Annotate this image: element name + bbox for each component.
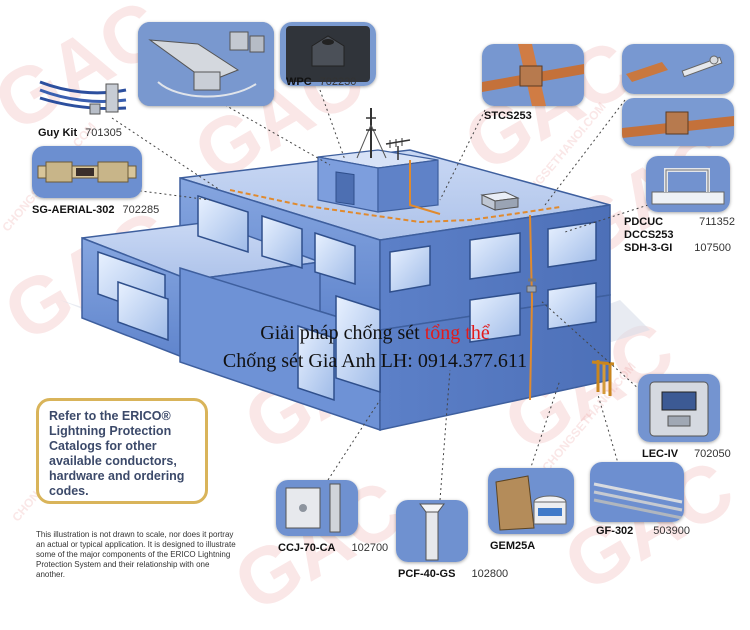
product-name: LEC-IV xyxy=(642,448,679,460)
product-photo-ccj xyxy=(276,480,358,536)
label-gf: GF-302 503900 xyxy=(596,525,690,538)
product-name: SG-AERIAL-302 xyxy=(32,204,115,216)
product-code: 701305 xyxy=(85,127,122,139)
product-code: 107500 xyxy=(694,242,731,254)
product-code: 102800 xyxy=(471,568,509,580)
product-photo-gf xyxy=(590,462,684,522)
slogan-line-1: Giải pháp chống sét tổng thể xyxy=(0,322,750,344)
label-pdcuc: PDCUC 711352 xyxy=(624,216,735,229)
product-photo-clamp-hardware xyxy=(138,22,274,106)
catalog-note-text: Refer to the ERICO® Lightning Protection… xyxy=(49,409,185,498)
product-code: 702050 xyxy=(694,448,731,460)
product-photo-lec xyxy=(638,374,720,442)
catalog-note-box: Refer to the ERICO® Lightning Protection… xyxy=(36,398,208,504)
product-photo-pcf xyxy=(396,500,468,562)
product-code: 711352 xyxy=(699,216,736,228)
label-sg-aerial: SG-AERIAL-302 702285 xyxy=(32,204,159,217)
product-photo-gem xyxy=(488,468,574,534)
product-photo-dccs253 xyxy=(622,98,734,146)
slogan-highlight: tổng thể xyxy=(424,322,490,344)
product-name: DCCS253 xyxy=(624,229,674,241)
label-wpc: WPC 702230 xyxy=(286,76,356,89)
building-illustration xyxy=(60,89,650,501)
label-guy-kit: Guy Kit 701305 xyxy=(38,127,122,140)
label-sdh: SDH-3-GI 107500 xyxy=(624,242,731,255)
product-photo-wpc xyxy=(280,22,376,86)
product-photo-sg-aerial xyxy=(32,146,142,198)
product-name: GEM25A xyxy=(490,540,536,552)
product-name: Guy Kit xyxy=(38,127,78,139)
product-photo-pdcuc xyxy=(622,44,734,94)
product-name: WPC xyxy=(286,76,312,88)
product-name: CCJ-70-CA xyxy=(278,542,336,554)
product-name: PDCUC xyxy=(624,216,664,228)
product-name: GF-302 xyxy=(596,525,634,537)
product-code: 702285 xyxy=(122,204,160,216)
product-name: STCS253 xyxy=(484,110,532,122)
product-code: 702230 xyxy=(319,76,357,88)
disclaimer-text: This illustration is not drawn to scale,… xyxy=(36,530,236,579)
product-name: PCF-40-GS xyxy=(398,568,456,580)
label-pcf: PCF-40-GS 102800 xyxy=(398,568,508,581)
product-photo-stcs253 xyxy=(482,44,584,106)
product-photo-guy-kit xyxy=(36,74,130,124)
label-dccs253: DCCS253 xyxy=(624,229,674,242)
label-ccj: CCJ-70-CA 102700 xyxy=(278,542,388,555)
product-photo-sdh xyxy=(646,156,730,212)
slogan-prefix: Giải pháp chống sét xyxy=(260,322,425,344)
product-name: SDH-3-GI xyxy=(624,242,673,254)
product-code: 102700 xyxy=(351,542,389,554)
label-gem: GEM25A xyxy=(490,540,535,553)
label-lec: LEC-IV 702050 xyxy=(642,448,731,461)
product-code: 503900 xyxy=(653,525,691,537)
label-stcs253: STCS253 xyxy=(484,110,532,123)
slogan-line-2: Chống sét Gia Anh LH: 0914.377.611 xyxy=(222,350,528,372)
